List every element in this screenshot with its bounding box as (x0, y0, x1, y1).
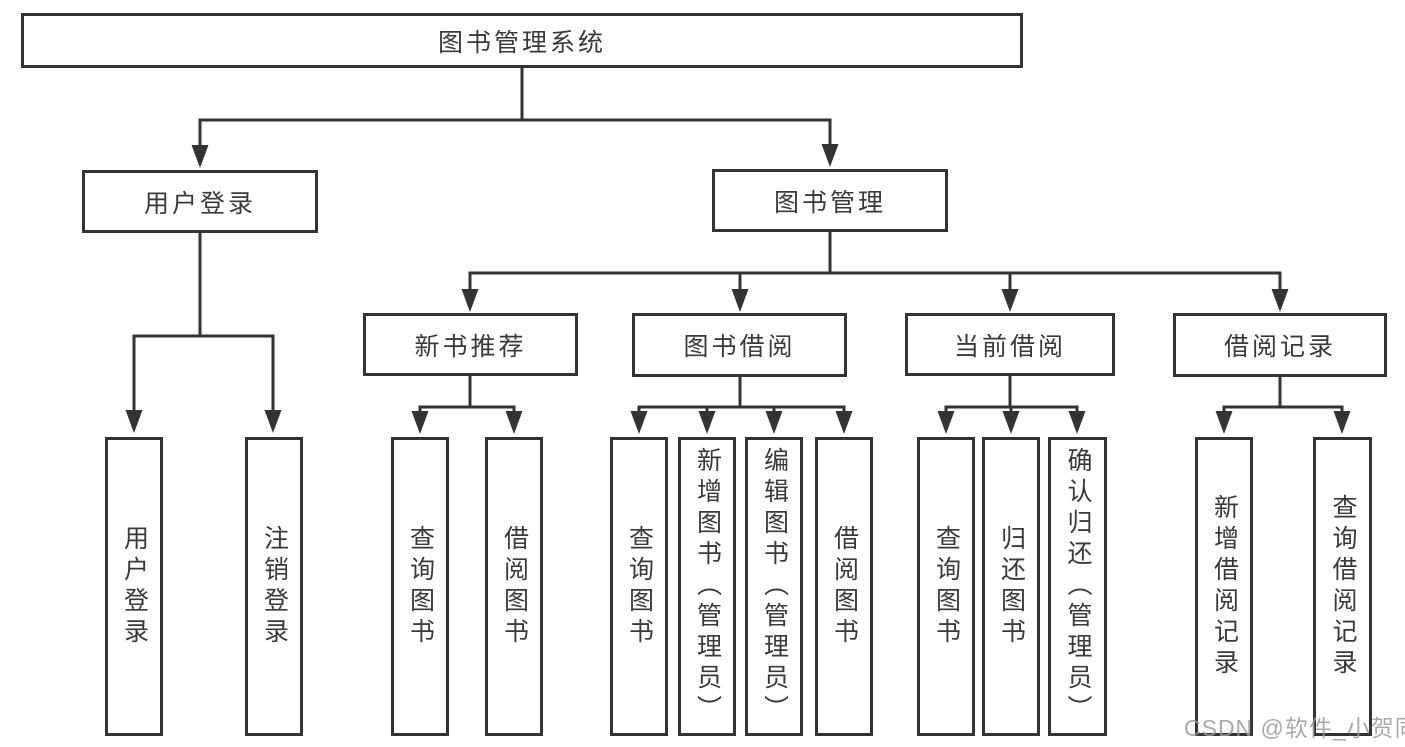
leaf-query-book-3: 查询图书 (917, 437, 975, 736)
node-book-borrow: 图书借阅 (632, 313, 847, 377)
leaf-return-book: 归还图书 (982, 437, 1040, 736)
leaf-add-book-admin: 新增图书（管理员） (678, 437, 736, 736)
leaf-query-book-2: 查询图书 (610, 437, 668, 736)
node-new-book-rec: 新书推荐 (363, 313, 578, 376)
connector-new-book-rec-to-leaves (411, 374, 523, 434)
leaf-edit-book-admin: 编辑图书（管理员） (745, 437, 803, 736)
connector-book-borrow-to-leaves (630, 374, 853, 434)
leaf-borrow-book-1: 借阅图书 (485, 437, 543, 736)
watermark: CSDN @软件_小贺同学 (1184, 715, 1405, 741)
leaf-confirm-return-admin: 确认归还（管理员） (1048, 437, 1107, 736)
connector-book-mgmt-to-level3 (461, 230, 1289, 312)
node-borrow-records: 借阅记录 (1173, 313, 1387, 377)
leaf-add-borrow-record: 新增借阅记录 (1195, 437, 1253, 736)
leaf-query-book-1: 查询图书 (391, 437, 449, 736)
node-user-login: 用户登录 (82, 170, 318, 233)
connector-user-login-to-leaves (125, 231, 282, 433)
connector-borrow-records-to-leaves (1215, 375, 1351, 434)
node-current-borrow: 当前借阅 (905, 313, 1115, 376)
leaf-user-login: 用户登录 (105, 437, 163, 736)
connector-current-borrow-to-leaves (937, 374, 1086, 434)
connector-root-to-level2 (191, 62, 839, 168)
leaf-query-borrow-record: 查询借阅记录 (1313, 437, 1372, 736)
node-book-mgmt: 图书管理 (712, 169, 948, 232)
node-root: 图书管理系统 (21, 13, 1023, 68)
leaf-logout: 注销登录 (245, 437, 303, 736)
leaf-borrow-book-2: 借阅图书 (815, 437, 873, 736)
